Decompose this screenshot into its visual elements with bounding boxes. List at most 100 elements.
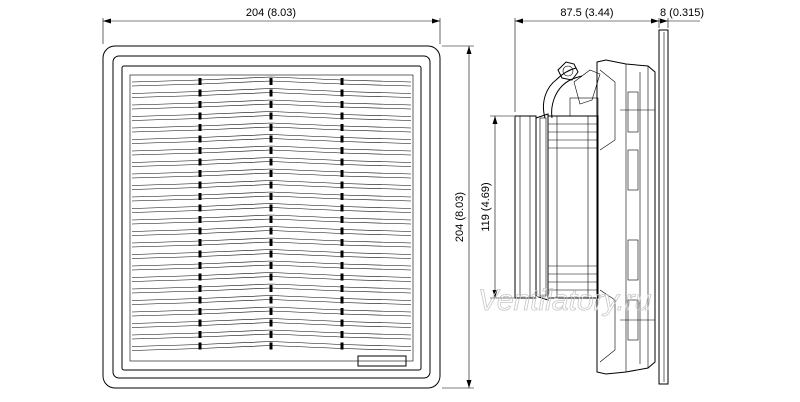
- louver-slat: [131, 283, 412, 290]
- louver-slat: [131, 145, 412, 152]
- side-flange: [658, 29, 669, 385]
- louver-rib: [269, 135, 273, 143]
- louver-slat: [131, 76, 412, 83]
- louver-rib: [198, 181, 202, 189]
- louver-slat: [131, 226, 412, 232]
- louver-rib: [340, 89, 344, 97]
- louver-rib: [269, 147, 273, 154]
- louver-rib: [198, 170, 202, 177]
- louver-rib: [340, 78, 344, 85]
- front-frame-inner: [112, 55, 431, 379]
- louver-slat: [131, 329, 412, 336]
- grille-area: [129, 74, 414, 362]
- louver-rib: [198, 227, 202, 235]
- louver-slat: [131, 237, 412, 244]
- louver-slat: [131, 272, 412, 278]
- louver-rib: [198, 319, 202, 327]
- louver-rib: [269, 331, 273, 338]
- louver-rib: [269, 239, 273, 246]
- louver-rib: [198, 296, 202, 304]
- louver-slat: [131, 318, 412, 324]
- louver-slat: [131, 306, 412, 313]
- louver-rib: [269, 216, 273, 223]
- front-frame-outer: [102, 45, 441, 389]
- louver-rib: [269, 296, 273, 304]
- louver-rib: [269, 285, 273, 292]
- flange-thickness-label: 8 (0.315): [660, 7, 704, 19]
- louver-rib: [340, 250, 344, 258]
- louver-rib: [198, 135, 202, 143]
- louver-slat: [131, 122, 412, 129]
- louver-slat: [131, 134, 412, 140]
- louver-slat: [131, 180, 412, 186]
- louver-rib: [340, 181, 344, 189]
- louver-slat: [131, 249, 412, 255]
- front-height-dimension: 204 (8.03): [442, 45, 474, 389]
- louver-rib: [269, 158, 273, 166]
- fan-diameter-dimension: 119 (4.69): [480, 115, 514, 299]
- louver-rib: [198, 342, 202, 350]
- louver-rib: [340, 331, 344, 338]
- louver-rib: [198, 262, 202, 269]
- louver-rib: [340, 216, 344, 223]
- louver-rib: [269, 319, 273, 327]
- louver-rib: [269, 112, 273, 120]
- louver-rib: [269, 193, 273, 200]
- front-view: [102, 45, 441, 389]
- louver-rib: [269, 308, 273, 315]
- side-depth-dimension: 87.5 (3.44) 8 (0.315): [514, 7, 704, 112]
- side-housing: [596, 59, 656, 375]
- louver-rib: [269, 124, 273, 131]
- louver-rib: [198, 216, 202, 223]
- louver-rib: [340, 308, 344, 315]
- louver-rib: [198, 285, 202, 292]
- louver-rib: [340, 262, 344, 269]
- grille-louvers: [131, 76, 412, 351]
- louver-rib: [269, 181, 273, 189]
- louver-rib: [198, 331, 202, 338]
- side-view: [514, 29, 669, 385]
- louver-slat: [131, 88, 412, 94]
- louver-slat: [131, 157, 412, 163]
- front-height-label: 204 (8.03): [454, 192, 466, 242]
- fan-diameter-label: 119 (4.69): [480, 182, 492, 231]
- louver-rib: [198, 124, 202, 131]
- louver-rib: [269, 250, 273, 258]
- louver-rib: [269, 204, 273, 212]
- louver-rib: [269, 78, 273, 85]
- louver-rib: [198, 273, 202, 281]
- louver-rib: [340, 112, 344, 120]
- louver-rib: [269, 170, 273, 177]
- fan-guard: [514, 115, 537, 299]
- side-depth-label: 87.5 (3.44): [560, 7, 613, 19]
- grille-border: [121, 65, 422, 371]
- front-width-dimension: 204 (8.03): [102, 7, 441, 44]
- louver-rib: [340, 204, 344, 212]
- connector: [557, 61, 579, 81]
- louver-slat: [131, 111, 412, 117]
- louver-rib: [340, 227, 344, 235]
- watermark: Ventilatory.ru: [478, 284, 652, 317]
- louver-rib: [340, 147, 344, 154]
- louver-rib: [340, 170, 344, 177]
- louver-slat: [131, 214, 412, 221]
- louver-rib: [340, 135, 344, 143]
- louver-rib: [198, 204, 202, 212]
- louver-rib: [340, 285, 344, 292]
- louver-rib: [198, 147, 202, 154]
- louver-rib: [198, 239, 202, 246]
- louver-rib: [269, 89, 273, 97]
- louver-rib: [198, 193, 202, 200]
- louver-rib: [340, 193, 344, 200]
- louver-rib: [198, 250, 202, 258]
- louver-rib: [269, 342, 273, 350]
- louver-rib: [198, 112, 202, 120]
- louver-rib: [340, 296, 344, 304]
- fan-body: [547, 115, 599, 299]
- louver-slat: [131, 341, 412, 347]
- louver-rib: [198, 158, 202, 166]
- louver-slat: [131, 260, 412, 267]
- louver-slat: [131, 99, 412, 106]
- cable: [542, 67, 577, 119]
